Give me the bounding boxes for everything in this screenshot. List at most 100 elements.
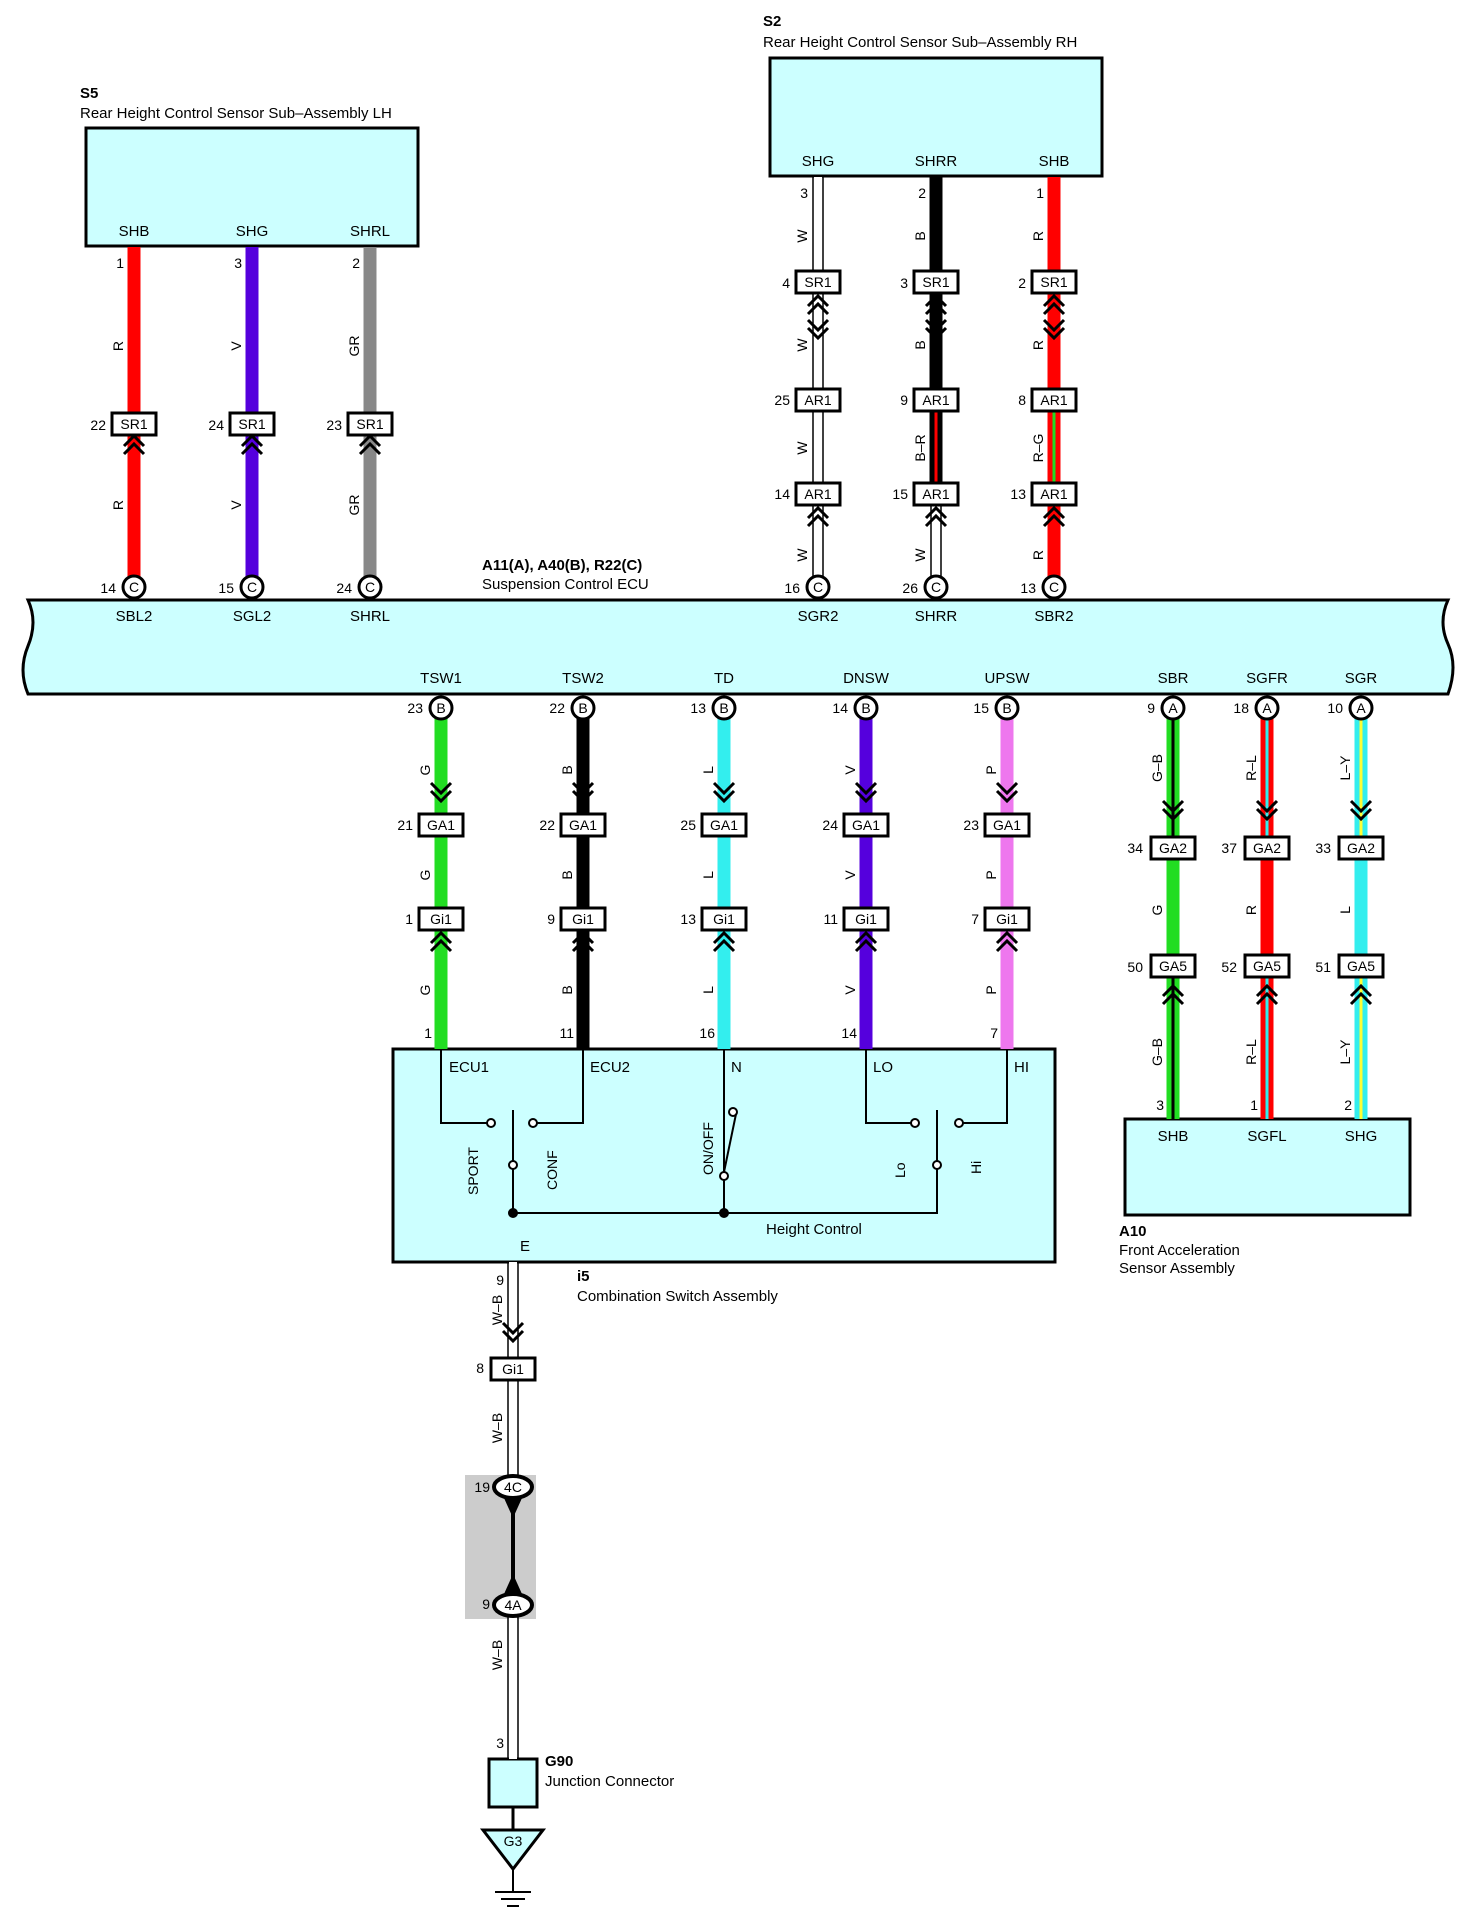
a10-terminal-sgfl: SGFL [1247, 1128, 1286, 1145]
i5-label-sport: SPORT [465, 1147, 481, 1195]
label-upsw-1: P [983, 765, 999, 774]
svg-text:GA1: GA1 [852, 817, 880, 833]
svg-text:C: C [129, 579, 139, 595]
w-shrr-tag-d: C [923, 574, 949, 600]
pin-sr1-23: 23 [326, 417, 342, 433]
w-ground-seg2 [507, 1369, 519, 1487]
s5-code: S5 [80, 85, 98, 102]
w-ground-tag-gi1: Gi1 [489, 1356, 537, 1382]
pin-i5-16: 16 [699, 1025, 715, 1041]
label-tsw2-3: B [559, 985, 575, 994]
i5-label-hi: Hi [968, 1161, 984, 1174]
w-sbr-tag-GA2: GA2 [1149, 835, 1197, 861]
svg-text:GA2: GA2 [1253, 840, 1281, 856]
ground-label: G3 [504, 1833, 523, 1849]
svg-text:GA1: GA1 [710, 817, 738, 833]
w-shrr-tag-c: AR1 [912, 481, 960, 507]
a10-box [1123, 1117, 1412, 1217]
label-ground-2: W–B [489, 1413, 505, 1443]
w-td-tag-Gi1: Gi1 [700, 906, 748, 932]
svg-text:GA2: GA2 [1347, 840, 1375, 856]
svg-text:B: B [861, 700, 870, 716]
pin-ecu-a18: 18 [1233, 700, 1249, 716]
pin-i5-9: 9 [496, 1272, 504, 1288]
a10-terminal-shb: SHB [1158, 1128, 1189, 1145]
ecu-code: A11(A), A40(B), R22(C) [482, 557, 642, 574]
s5-terminal-shg: SHG [236, 223, 269, 240]
svg-text:C: C [931, 579, 941, 595]
ecu-name: Suspension Control ECU [482, 576, 649, 593]
ecu-bottom-terminal-labels: TSW1 TSW2 TD DNSW UPSW SBR SGFR SGR [420, 670, 1377, 687]
pin-ga1-23: 23 [963, 817, 979, 833]
pin-ga5-51: 51 [1315, 959, 1331, 975]
s5-name: Rear Height Control Sensor Sub–Assembly … [80, 105, 392, 122]
s5-box [84, 126, 420, 248]
i5-label-lo: Lo [892, 1162, 908, 1178]
i5-terminal-n: N [731, 1059, 742, 1076]
w-sbr2-tag-b: AR1 [1030, 387, 1078, 413]
w-tsw1-tag-GA1: GA1 [417, 812, 465, 838]
pin-sr1-22: 22 [90, 417, 106, 433]
pin-ecu-16: 16 [784, 580, 800, 596]
pin-g90-3: 3 [496, 1735, 504, 1751]
label-shrl-2: GR [346, 495, 362, 516]
pin-ga2-33: 33 [1315, 840, 1331, 856]
w-sgfr-tag-GA5: GA5 [1243, 953, 1291, 979]
svg-text:Gi1: Gi1 [430, 911, 452, 927]
w-sbr2-tag-d: C [1041, 574, 1067, 600]
svg-text:AR1: AR1 [1040, 392, 1067, 408]
pin-ecu-b14: 14 [832, 700, 848, 716]
pin-sr1-3: 3 [900, 275, 908, 291]
ecu-terminal-shrr: SHRR [915, 608, 958, 625]
i5-junction-dot-left [508, 1208, 518, 1218]
i5-terminal-ecu1: ECU1 [449, 1059, 489, 1076]
label-td-2: L [700, 871, 716, 879]
label-sbr2-1: R [1030, 231, 1046, 241]
label-upsw-2: P [983, 870, 999, 879]
s2-box [768, 56, 1104, 178]
w-tsw2-tag-B: B [570, 695, 596, 721]
ground-triangle [479, 1828, 547, 1872]
s2-terminal-shrr: SHRR [915, 153, 958, 170]
pin-ecu-b22: 22 [549, 700, 565, 716]
ecu-terminal-sgr2: SGR2 [798, 608, 839, 625]
pin-ecu-a9: 9 [1147, 700, 1155, 716]
i5-internal-switches [440, 1049, 1008, 1214]
pin-gi1-7: 7 [971, 911, 979, 927]
label-shrr-3: B–R [912, 434, 928, 461]
svg-text:SR1: SR1 [922, 274, 949, 290]
w-ground-seg3 [507, 1605, 519, 1759]
pin-ga1-21: 21 [397, 817, 413, 833]
svg-text:GA5: GA5 [1347, 958, 1375, 974]
pin-s2-2: 2 [918, 185, 926, 201]
pin-s5-1: 1 [116, 255, 124, 271]
pin-ar1-13: 13 [1010, 486, 1026, 502]
i5-label-onoff: ON/OFF [700, 1122, 716, 1175]
w-ground-tag-4a: 4A [492, 1592, 534, 1618]
svg-text:AR1: AR1 [922, 392, 949, 408]
i5-name: Combination Switch Assembly [577, 1288, 778, 1305]
w-upsw-tag-Gi1: Gi1 [983, 906, 1031, 932]
pin-ga2-34: 34 [1127, 840, 1143, 856]
w-sbr-tag-GA5: GA5 [1149, 953, 1197, 979]
svg-text:B: B [719, 700, 728, 716]
label-sbl2-2: R [110, 500, 126, 510]
label-tsw1-1: G [417, 765, 433, 776]
ecu-terminal-tsw1: TSW1 [420, 670, 462, 687]
label-sgr2-3: W [794, 441, 810, 455]
svg-text:B: B [578, 700, 587, 716]
connector-tags: SR1CSR1CSR1CSR1AR1AR1CSR1AR1AR1CSR1AR1AR… [110, 269, 1385, 1618]
svg-text:C: C [813, 579, 823, 595]
svg-text:Gi1: Gi1 [996, 911, 1018, 927]
joint-arrow-bottom [504, 1574, 522, 1594]
a10-name-line1: Front Acceleration [1119, 1242, 1240, 1259]
pin-gi1-1: 1 [405, 911, 413, 927]
svg-text:AR1: AR1 [804, 486, 831, 502]
ecu-terminal-sgfr: SGFR [1246, 670, 1288, 687]
svg-text:Gi1: Gi1 [572, 911, 594, 927]
label-shrr-4: W [912, 548, 928, 562]
pin-ecu-14: 14 [100, 580, 116, 596]
label-sgr-3: L–Y [1337, 1039, 1353, 1065]
label-sbl2-1: R [110, 341, 126, 351]
